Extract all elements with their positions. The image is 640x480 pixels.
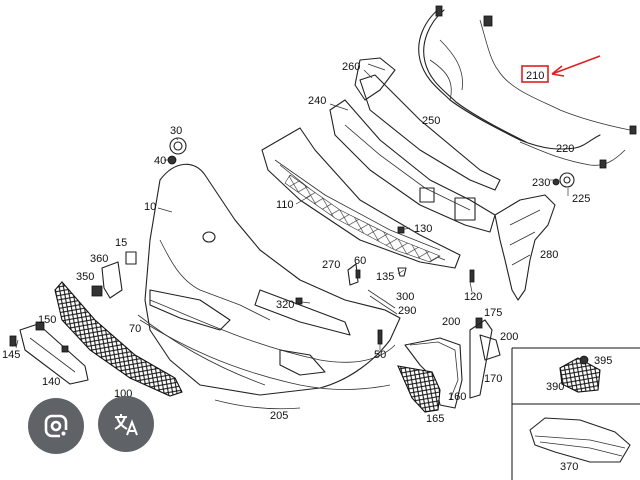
callout-120: 120	[464, 291, 482, 303]
callout-260: 260	[342, 61, 360, 73]
callout-130: 130	[414, 223, 432, 235]
callout-230: 230	[532, 177, 550, 189]
callout-160: 160	[448, 391, 466, 403]
callout-300: 300	[396, 291, 414, 303]
callout-10: 10	[144, 201, 156, 213]
callout-390: 390	[546, 381, 564, 393]
callout-220: 220	[556, 143, 574, 155]
callout-290: 290	[398, 305, 416, 317]
callout-110: 110	[276, 199, 294, 211]
callout-50: 50	[374, 349, 386, 361]
callout-200-b: 200	[500, 331, 518, 343]
side-bracket-280	[494, 194, 556, 301]
license-plate-bracket	[19, 321, 89, 385]
callout-270: 270	[322, 259, 340, 271]
callout-210: 210	[526, 70, 544, 82]
callout-170: 170	[484, 373, 502, 385]
inset-detail-box	[511, 347, 640, 480]
upper-grille	[354, 57, 501, 191]
leader-lines	[15, 69, 569, 350]
lower-mesh-grille	[54, 281, 183, 397]
callout-210-highlight	[521, 55, 601, 83]
callout-labels: 210 260 240 250 220 30 40 10 110 230 225…	[2, 61, 612, 473]
callout-280: 280	[540, 249, 558, 261]
callout-360: 360	[90, 253, 108, 265]
google-lens-icon	[44, 414, 68, 438]
callout-145: 145	[2, 349, 20, 361]
callout-350: 350	[76, 271, 94, 283]
lower-trim-strip	[137, 314, 301, 410]
callout-135: 135	[376, 271, 394, 283]
google-lens-button[interactable]	[28, 398, 84, 454]
reinforcement-bracket	[329, 99, 496, 233]
callout-140: 140	[42, 376, 60, 388]
callout-205: 205	[270, 410, 288, 422]
callout-150: 150	[38, 314, 56, 326]
callout-250: 250	[422, 115, 440, 127]
translate-button[interactable]	[98, 396, 154, 452]
callout-15: 15	[115, 237, 127, 249]
callout-370: 370	[560, 461, 578, 473]
callout-395: 395	[594, 355, 612, 367]
callout-165: 165	[426, 413, 444, 425]
callout-225: 225	[572, 193, 590, 205]
callout-40: 40	[154, 155, 166, 167]
callout-70: 70	[129, 323, 141, 335]
callout-240: 240	[308, 95, 326, 107]
lower-grille	[261, 127, 461, 269]
callout-175: 175	[484, 307, 502, 319]
callout-200-a: 200	[442, 316, 460, 328]
fog-lamp-trim	[397, 319, 501, 413]
callout-320: 320	[276, 299, 294, 311]
bumper-cover	[139, 163, 401, 396]
callout-30: 30	[170, 125, 182, 137]
translate-icon	[114, 414, 138, 436]
wiring-harness	[418, 5, 637, 169]
callout-60: 60	[354, 255, 366, 267]
